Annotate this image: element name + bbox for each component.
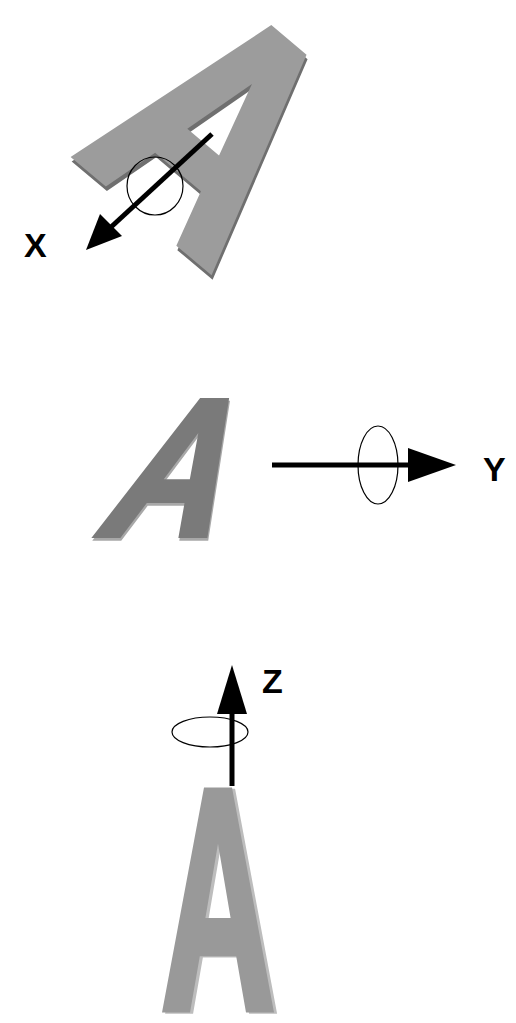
y-axis-arrow bbox=[272, 426, 456, 504]
letter-a-solid bbox=[162, 788, 277, 1014]
z-axis-arrow bbox=[172, 665, 248, 786]
axis-label: X bbox=[24, 228, 47, 262]
letter-a-solid bbox=[90, 398, 275, 541]
letter-a-solid bbox=[69, 0, 362, 280]
axis-label: Z bbox=[262, 664, 283, 698]
axis-label: Y bbox=[483, 452, 506, 486]
x-axis-arrow bbox=[86, 134, 212, 250]
